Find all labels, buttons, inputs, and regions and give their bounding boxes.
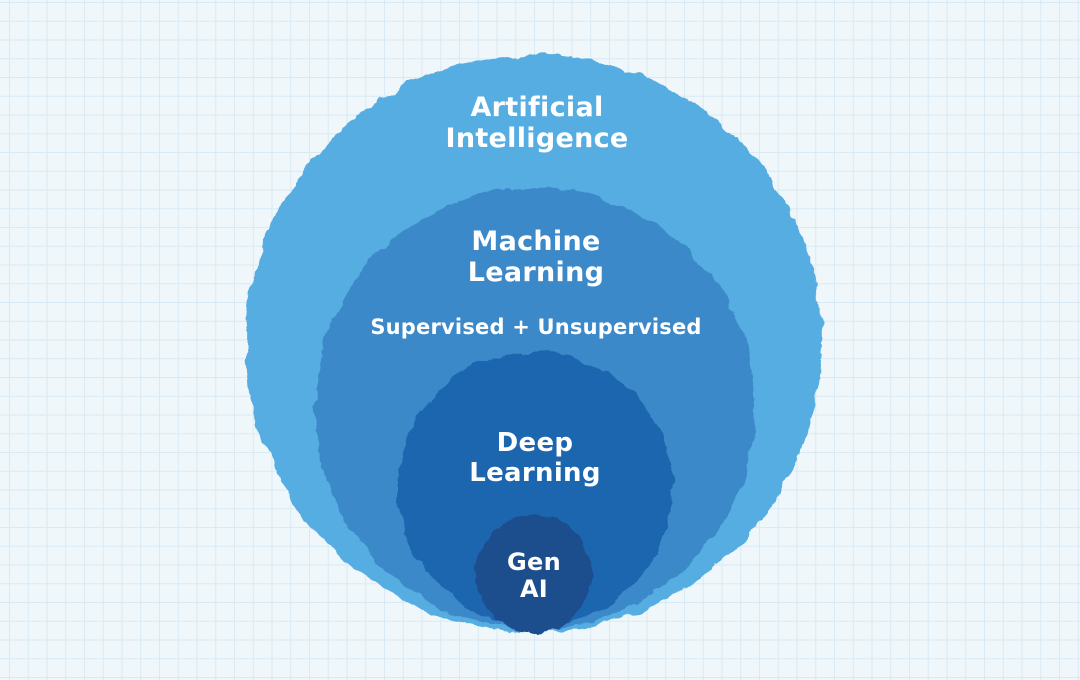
label-machine-learning: Machine Learning — [467, 226, 605, 288]
label-supervised-unsupervised: Supervised + Unsupervised — [370, 315, 702, 339]
label-artificial-intelligence: Artificial Intelligence — [445, 92, 629, 154]
label-deep-learning: Deep Learning — [469, 428, 601, 488]
circle-deep-learning — [398, 352, 672, 626]
label-gen-ai: Gen AI — [507, 548, 561, 603]
circle-gen-ai — [476, 516, 592, 632]
